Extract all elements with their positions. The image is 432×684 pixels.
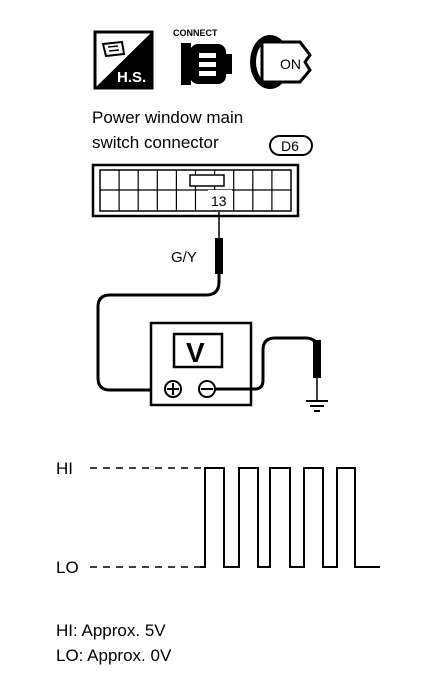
connector-title-line2: switch connector <box>92 133 219 152</box>
negative-terminal-icon <box>198 380 216 398</box>
voltmeter-symbol: V <box>186 337 205 368</box>
waveform-lo-label: LO <box>56 558 79 577</box>
ignition-key-icon: ON <box>250 35 312 89</box>
ignition-on-label: ON <box>280 56 301 72</box>
hs-icon: H.S. <box>93 30 154 90</box>
positive-terminal-icon <box>164 380 182 398</box>
pulse-waveform <box>90 467 380 568</box>
connector-face: 13 <box>91 163 300 218</box>
connect-icon: CONNECT <box>173 28 232 85</box>
waveform-hi-label: HI <box>56 459 73 478</box>
legend-lo: LO: Approx. 0V <box>56 646 172 665</box>
probe-wire <box>96 212 223 392</box>
connector-title-line1: Power window main <box>92 108 243 127</box>
terminal-number: 13 <box>211 193 227 209</box>
wire-color-label: G/Y <box>171 249 197 266</box>
legend-hi: HI: Approx. 5V <box>56 621 166 640</box>
connector-code: D6 <box>281 138 299 154</box>
connector-code-badge: D6 <box>269 135 313 156</box>
ground-lead <box>215 336 321 400</box>
voltmeter: V <box>149 321 253 407</box>
hs-label: H.S. <box>117 69 146 86</box>
connect-label: CONNECT <box>173 28 218 38</box>
ground-icon <box>306 400 328 412</box>
